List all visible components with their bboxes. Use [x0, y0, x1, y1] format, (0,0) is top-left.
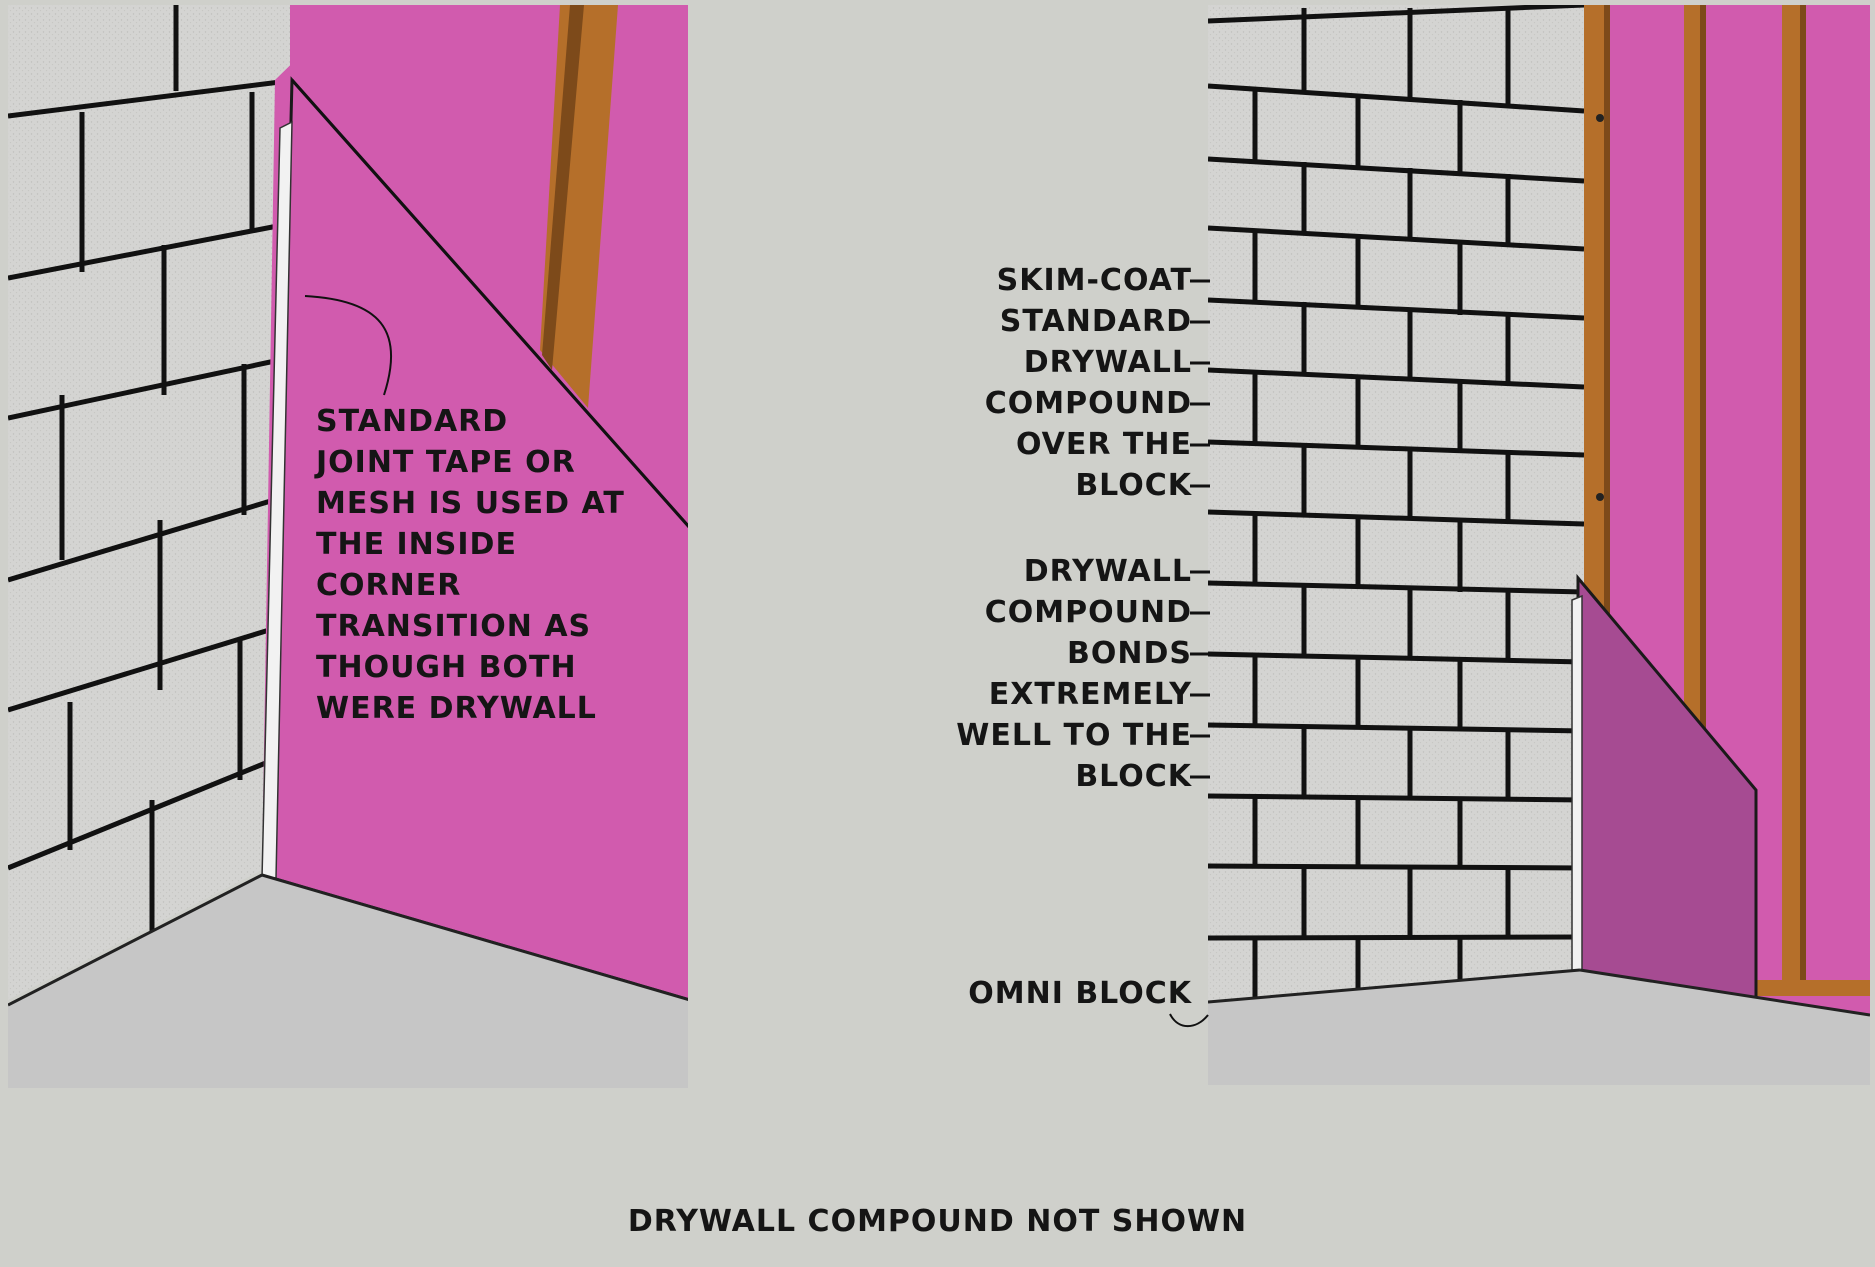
- bottom-plate-right: [1756, 980, 1870, 996]
- omni-block-label: omni block: [968, 973, 1192, 1014]
- leader-curve-omni: [1170, 1014, 1208, 1026]
- caption: drywall compound not shown: [0, 1201, 1875, 1242]
- leader-ticks: [1190, 281, 1210, 777]
- skim-coat-note: skim-coat standard drywall compound over…: [985, 260, 1192, 506]
- block-wall-right: [1208, 5, 1584, 1015]
- right-panel: [1208, 5, 1870, 1085]
- corner-trim-right: [1572, 596, 1582, 975]
- tape-note: standard joint tape or mesh is used at t…: [316, 401, 625, 729]
- bond-note: drywall compound bonds extremely well to…: [956, 551, 1192, 797]
